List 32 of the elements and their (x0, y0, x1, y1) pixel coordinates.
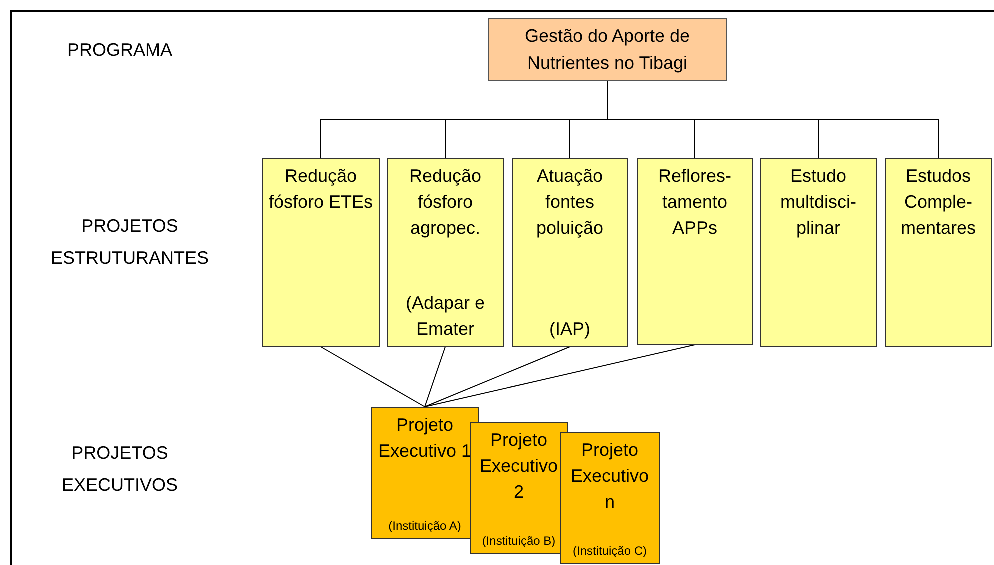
connector-line (424, 344, 696, 408)
program-box (488, 18, 727, 81)
project-box (760, 158, 877, 347)
connector-line (424, 346, 570, 408)
project-box (387, 158, 504, 347)
executive-project-card (470, 422, 568, 554)
box-title: Projeto Executivo n (570, 439, 650, 514)
box-title: Projeto Executivo 2 (478, 429, 560, 504)
institution-label: (Instituição C) (572, 544, 648, 559)
institution-label: (Instituição A) (388, 519, 462, 534)
box-title: Reflores- tamento APPs (657, 165, 733, 240)
level-label: PROGRAMA (66, 39, 174, 62)
level-label: PROJETOS ESTRUTURANTES (50, 215, 210, 270)
box-title: Projeto Executivo 1 (377, 414, 473, 464)
level-label: PROJETOS EXECUTIVOS (60, 442, 180, 498)
connector-line (424, 346, 446, 408)
box-title: Atuação fontes poluição (535, 165, 605, 240)
project-box (637, 158, 753, 345)
project-box (885, 158, 992, 347)
box-title: Gestão do Aporte de Nutrientes no Tibagi (524, 25, 692, 75)
box-title: Redução fósforo ETEs (268, 165, 374, 214)
box-title: Redução fósforo agropec. (408, 165, 483, 240)
institution-label: (IAP) (549, 318, 590, 341)
project-box (512, 158, 628, 347)
institution-label: (Adapar e Emater (404, 292, 486, 341)
box-title: Estudos Comple- mentares (900, 165, 978, 240)
executive-project-card (560, 432, 660, 564)
institution-label: (Instituição B) (482, 534, 556, 549)
box-title: Estudo multdisci- plinar (779, 165, 858, 240)
project-box (262, 158, 380, 347)
executive-project-card (371, 407, 479, 539)
connector-line (320, 346, 426, 408)
